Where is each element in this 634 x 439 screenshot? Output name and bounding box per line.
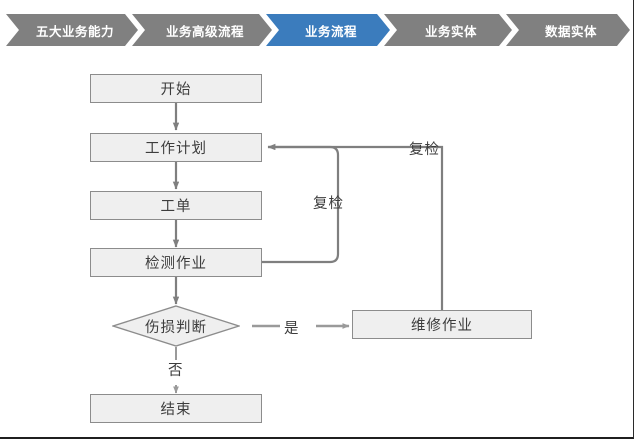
diamond-shape <box>112 305 240 347</box>
node-label: 维修作业 <box>411 318 473 334</box>
node-label: 检测作业 <box>145 256 207 272</box>
edge-label-recheck-outer: 复检 <box>409 142 440 158</box>
breadcrumb-item-label: 五大业务能力 <box>35 24 114 39</box>
node-start[interactable]: 开始 <box>90 74 262 103</box>
node-repair-task[interactable]: 维修作业 <box>352 310 532 339</box>
node-label: 工作计划 <box>145 141 207 157</box>
breadcrumb-item-high-level-process[interactable]: 业务高级流程 <box>132 14 272 46</box>
edge-label-yes: 是 <box>284 321 300 337</box>
breadcrumb-item-data-entity[interactable]: 数据实体 <box>506 14 630 46</box>
node-inspection-task[interactable]: 检测作业 <box>90 248 262 277</box>
node-work-order[interactable]: 工单 <box>90 191 262 220</box>
node-label: 伤损判断 <box>145 319 207 336</box>
node-end[interactable]: 结束 <box>90 394 262 423</box>
breadcrumb-item-label: 业务高级流程 <box>165 24 244 39</box>
breadcrumb-item-capabilities[interactable]: 五大业务能力 <box>6 14 138 46</box>
edge-label-no: 否 <box>168 363 184 379</box>
breadcrumb-item-business-entity[interactable]: 业务实体 <box>384 14 512 46</box>
breadcrumb-item-label: 业务流程 <box>304 24 357 39</box>
breadcrumb-item-business-process[interactable]: 业务流程 <box>266 14 390 46</box>
node-label: 工单 <box>160 199 192 215</box>
link-repair-recheck-to-work-plan <box>268 145 444 310</box>
node-label: 开始 <box>160 82 192 98</box>
breadcrumb-item-label: 业务实体 <box>424 24 477 39</box>
node-label: 结束 <box>160 402 192 418</box>
edge-label-recheck-inner: 复检 <box>313 196 344 212</box>
breadcrumb-item-label: 数据实体 <box>544 24 597 39</box>
node-work-plan[interactable]: 工作计划 <box>90 133 262 162</box>
node-damage-judgement[interactable]: 伤损判断 <box>112 305 240 347</box>
breadcrumb: 五大业务能力 业务高级流程 业务流程 业务实体 数据实体 <box>0 14 634 46</box>
